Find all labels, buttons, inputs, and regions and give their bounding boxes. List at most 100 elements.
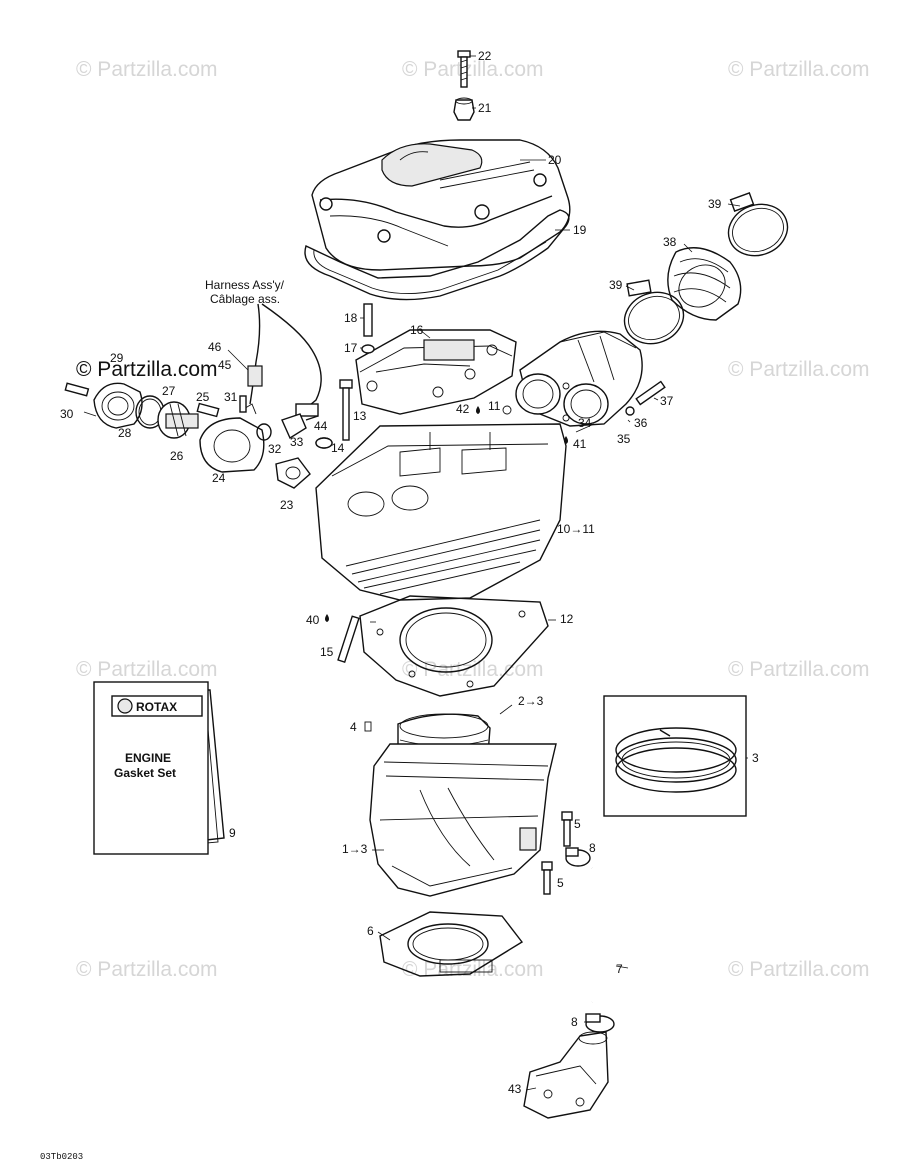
gasket-set-manual[interactable]: ROTAX ENGINE Gasket Set: [93, 681, 225, 855]
callout: 18: [344, 311, 358, 325]
callout: 11: [488, 399, 501, 413]
callout: 21: [478, 101, 492, 115]
callout: 27: [162, 384, 176, 398]
sensor-screw[interactable]: [196, 402, 220, 418]
diagram-code: 03Tb0203: [40, 1152, 83, 1162]
oring-small[interactable]: [256, 423, 272, 441]
callout: 4: [350, 720, 357, 734]
harness-label-line2: Câblage ass.: [210, 292, 280, 306]
callout: 22: [478, 49, 492, 63]
cylinder-head[interactable]: [315, 423, 567, 601]
callout: 33: [290, 435, 304, 449]
callout: 24: [212, 471, 226, 485]
thermostat[interactable]: [157, 401, 199, 439]
watermark: © Partzilla.com: [402, 658, 544, 681]
lubricant-icon: [364, 405, 512, 732]
callout: 16: [410, 323, 424, 337]
callout: 32: [268, 442, 282, 456]
callout: 43: [508, 1082, 522, 1096]
watermark: © Partzilla.com: [76, 958, 218, 981]
head-bolt[interactable]: [339, 379, 353, 441]
callout: 1→3: [342, 842, 368, 856]
cylinder-bolt[interactable]: [561, 811, 573, 847]
rocker-bolt[interactable]: [363, 303, 373, 337]
callout: 38: [663, 235, 677, 249]
callout: 5: [557, 876, 564, 890]
harness-label-line1: Harness Ass'y/: [205, 278, 285, 292]
thermostat-cover[interactable]: [93, 382, 143, 429]
cylinder[interactable]: [369, 743, 557, 897]
thermostat-housing[interactable]: [199, 403, 265, 473]
valve-cover[interactable]: [311, 139, 571, 271]
callout: 41: [573, 437, 587, 451]
callout: 39: [708, 197, 722, 211]
manual-title-line1: ENGINE: [125, 751, 171, 765]
callout: 7: [616, 962, 623, 976]
piston-ring-box[interactable]: [603, 695, 747, 817]
cylinder-bolt[interactable]: [541, 861, 553, 895]
callout: 35: [617, 432, 631, 446]
callout: 3: [752, 751, 759, 765]
callout: 5: [574, 817, 581, 831]
hose-clamp-lower[interactable]: [585, 1013, 615, 1033]
callout: 23: [280, 498, 294, 512]
manifold-bolt[interactable]: [625, 380, 666, 416]
hose-clamp-upper[interactable]: [565, 847, 591, 867]
outlet-screw[interactable]: [64, 382, 90, 397]
head-gasket[interactable]: [359, 595, 549, 697]
adhesive-drop-icon: [325, 406, 568, 622]
callout: 36: [634, 416, 648, 430]
valve-cover-bolt[interactable]: [457, 50, 471, 88]
intake-clamp-lower[interactable]: [617, 279, 690, 352]
intake-manifold[interactable]: [515, 330, 643, 427]
callout: 42: [456, 402, 470, 416]
callout: 8: [571, 1015, 578, 1029]
callout: 46: [208, 340, 222, 354]
callout: 12: [560, 612, 574, 626]
cylinder-base-gasket[interactable]: [379, 911, 524, 977]
callout: 26: [170, 449, 184, 463]
callout: 29: [110, 351, 124, 365]
harness-label: Harness Ass'y/ Câblage ass.: [205, 278, 285, 306]
callout: 30: [60, 407, 74, 421]
rocker-washer[interactable]: [361, 344, 375, 354]
dowel-stud[interactable]: [337, 615, 360, 663]
housing-gasket[interactable]: [275, 457, 311, 489]
callout: 17: [344, 341, 358, 355]
callout: 39: [609, 278, 623, 292]
callout: 44: [314, 419, 328, 433]
wiring-harness[interactable]: [247, 303, 322, 417]
watermark: © Partzilla.com: [76, 658, 218, 681]
callout: 31: [224, 390, 238, 404]
callout: 9: [229, 826, 236, 840]
watermark: © Partzilla.com: [402, 58, 544, 81]
callout: 13: [353, 409, 367, 423]
coolant-hose[interactable]: [583, 860, 649, 1004]
grommet-cap[interactable]: [453, 97, 475, 121]
watermark: © Partzilla.com: [728, 58, 870, 81]
callout: 37: [660, 394, 674, 408]
valve-cover-gasket[interactable]: [304, 209, 570, 301]
water-inlet-elbow[interactable]: [523, 1031, 609, 1119]
rocker-arm-housing[interactable]: [355, 329, 517, 415]
callout: 15: [320, 645, 334, 659]
callout-labels: 22 21 20 19 39 38 39 18 16 17 46 45 29 2…: [60, 49, 759, 1096]
callout: 40: [306, 613, 320, 627]
head-washer[interactable]: [315, 437, 333, 449]
temp-sensor-pin[interactable]: [239, 395, 247, 413]
callout: 19: [573, 223, 587, 237]
manual-title-line2: Gasket Set: [114, 766, 176, 780]
callout: 6: [367, 924, 374, 938]
intake-boot[interactable]: [667, 247, 742, 321]
callout: 2→3: [518, 694, 544, 708]
callout: 8: [589, 841, 596, 855]
temp-sensor[interactable]: [281, 413, 319, 440]
leader-lines: [83, 55, 748, 1091]
watermark: © Partzilla.com: [728, 358, 870, 381]
watermark: © Partzilla.com: [76, 58, 218, 81]
callout: 25: [196, 390, 210, 404]
callout: 20: [548, 153, 562, 167]
intake-clamp-upper[interactable]: [721, 192, 794, 264]
watermark: © Partzilla.com: [728, 658, 870, 681]
